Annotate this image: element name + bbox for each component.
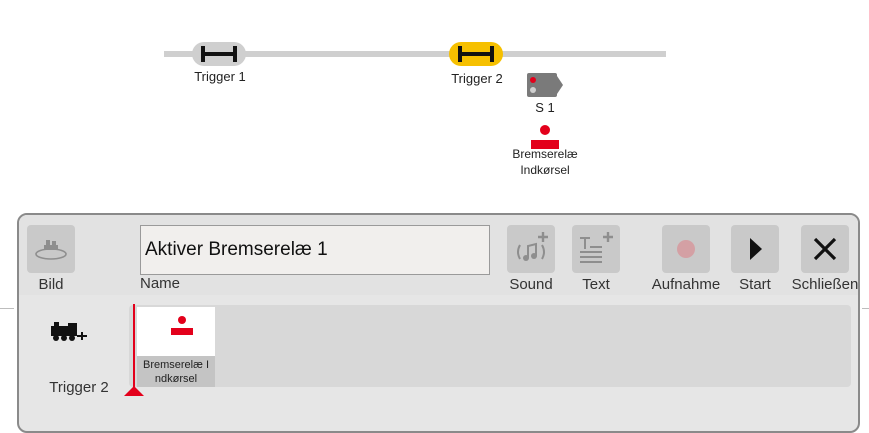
timeline-cursor[interactable]: [133, 304, 135, 392]
schliessen-label: Schließen: [791, 276, 859, 293]
trigger-1-contact[interactable]: [192, 42, 246, 66]
trigger-2-contact[interactable]: [449, 42, 503, 66]
editor-toolbar: Bild Aktiver Bremserelæ 1 Name Sound Tex…: [19, 215, 858, 295]
event-timeline[interactable]: [129, 305, 851, 387]
start-label: Start: [739, 276, 771, 293]
sound-icon: [517, 232, 548, 261]
name-input[interactable]: Aktiver Bremserelæ 1: [140, 225, 490, 275]
bild-button[interactable]: [27, 225, 75, 273]
start-button[interactable]: [731, 225, 779, 273]
event-card-label: Bremserelæ I ndkørsel: [137, 356, 215, 387]
play-icon: [750, 238, 762, 260]
sound-label: Sound: [509, 276, 553, 293]
name-label: Name: [140, 275, 181, 292]
signal-s1-label: S 1: [535, 100, 555, 115]
event-card[interactable]: Bremserelæ I ndkørsel: [137, 307, 215, 387]
timeline-cursor-handle[interactable]: [124, 386, 144, 396]
divider-left: [0, 308, 14, 309]
signal-s1-icon[interactable]: [527, 73, 565, 97]
schliessen-button[interactable]: [801, 225, 849, 273]
record-icon: [677, 240, 695, 258]
text-label: Text: [582, 276, 610, 293]
locomotive-icon: [51, 322, 87, 341]
image-picker-icon: [35, 240, 67, 260]
timeline-trigger[interactable]: Trigger 2: [19, 305, 129, 405]
trigger-2-label: Trigger 2: [451, 71, 503, 86]
brake-relay-icon: [170, 316, 194, 338]
timeline-trigger-label: Trigger 2: [49, 379, 109, 396]
brake-relay-icon[interactable]: [530, 125, 560, 151]
bild-label: Bild: [38, 276, 64, 293]
aufnahme-label: Aufnahme: [651, 276, 721, 293]
sound-button[interactable]: [507, 225, 555, 273]
track-line: [164, 51, 666, 57]
brake-relay-label: Bremserelæ Indkørsel: [512, 147, 578, 177]
text-icon: [580, 232, 613, 263]
trigger-1-label: Trigger 1: [194, 69, 246, 84]
event-editor-panel: Bild Aktiver Bremserelæ 1 Name Sound Tex…: [17, 213, 860, 433]
close-icon: [813, 237, 837, 261]
aufnahme-button[interactable]: [662, 225, 710, 273]
text-button[interactable]: [572, 225, 620, 273]
divider-right: [862, 308, 869, 309]
